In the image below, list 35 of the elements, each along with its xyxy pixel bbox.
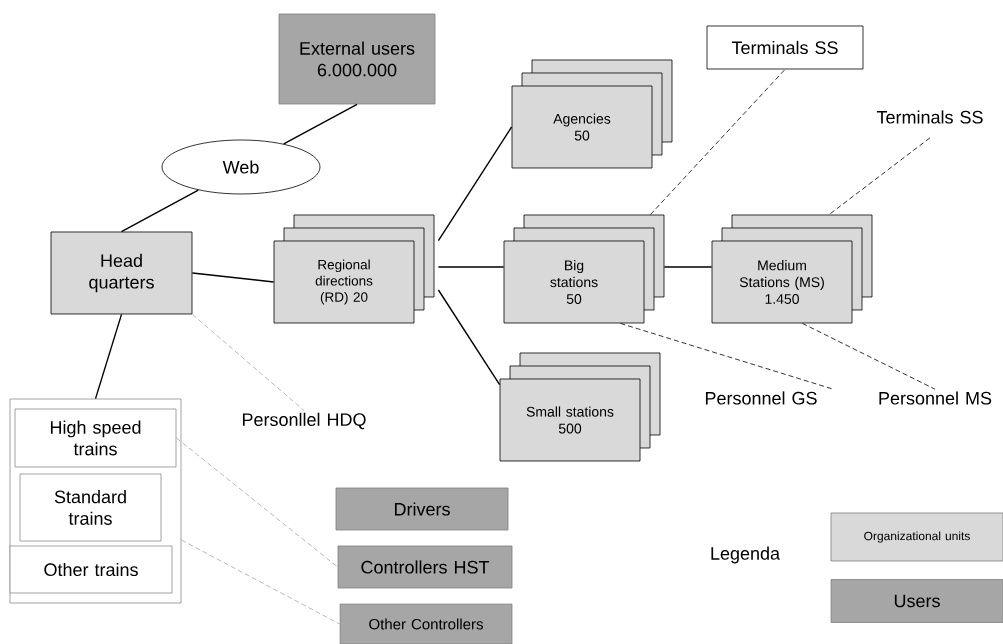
connector-line (283, 103, 358, 145)
text-label: Terminals SS (876, 110, 983, 124)
terminal-box: Terminals SS (706, 25, 864, 70)
leader-line (802, 323, 936, 390)
stacked-box: Big stations 50 (503, 214, 665, 324)
leader-line (176, 437, 338, 568)
legend-title: Legenda (711, 546, 780, 564)
leader-line (650, 69, 786, 215)
stacked-box: Small stations 500 (499, 352, 661, 462)
user-box: Drivers (335, 487, 509, 531)
connector-line (191, 272, 275, 283)
user-box: Controllers HST (337, 545, 513, 589)
user-box: Other Controllers (339, 603, 513, 644)
train-box: Other trains (9, 545, 173, 594)
text-label: Personnel GS (705, 391, 817, 405)
stacked-box: Agencies 50 (511, 59, 673, 169)
train-box: High speed trains (14, 408, 177, 468)
stacked-box: Medium Stations (MS) 1.450 (711, 214, 873, 324)
connector-line (94, 313, 123, 400)
leader-line (181, 539, 340, 625)
connector-line (437, 289, 501, 386)
user-box: External users 6.000.000 (278, 13, 436, 105)
train-box: Standard trains (19, 473, 162, 542)
unit-box: Head quarters (50, 231, 193, 315)
text-label: Personnel MS (879, 391, 992, 405)
leader-line (192, 314, 305, 411)
connector-line (663, 266, 713, 268)
connector-line (437, 266, 505, 268)
leader-line (620, 323, 834, 390)
connector-line (120, 189, 199, 233)
text-label: Personllel HDQ (242, 412, 366, 430)
stacked-box: Regional directions (RD) 20 (273, 214, 435, 324)
connector-line (437, 126, 513, 242)
leader-line (830, 137, 931, 214)
group-box (9, 398, 182, 604)
